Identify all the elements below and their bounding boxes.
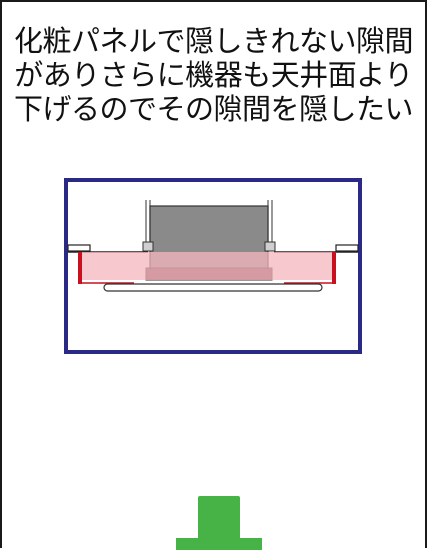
ceiling-board-left <box>67 244 91 252</box>
hanger-bracket-right <box>264 241 276 252</box>
gap-fill-area <box>78 252 336 280</box>
decorative-panel <box>103 283 323 292</box>
caption-line-2: がありさらに機器も天井面より <box>14 58 413 92</box>
ceiling-unit-diagram <box>64 178 362 354</box>
caption-text: 化粧パネルで隠しきれない隙間 がありさらに機器も天井面より 下げるのでその隙間を… <box>2 24 425 126</box>
red-trim-left <box>78 252 82 284</box>
down-arrow-icon <box>176 496 262 550</box>
red-trim-right <box>332 252 336 284</box>
ceiling-board-right <box>335 244 359 252</box>
caption-line-1: 化粧パネルで隠しきれない隙間 <box>13 24 414 58</box>
hanger-bracket-left <box>142 241 154 252</box>
caption-line-3: 下げるのでその隙間を隠したい <box>13 92 414 126</box>
